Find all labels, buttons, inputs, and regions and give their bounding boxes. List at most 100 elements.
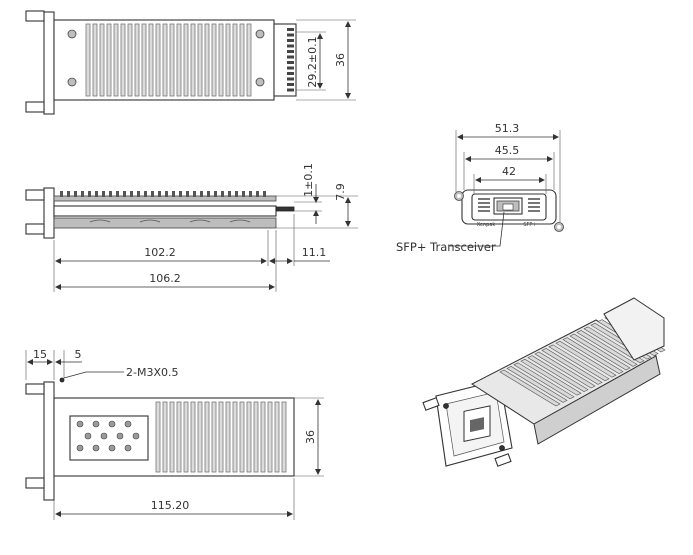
dim-height-bottom: 36 [304, 430, 317, 444]
heatsink-fin [267, 401, 273, 473]
vent-hole [76, 420, 84, 428]
side-fin [151, 191, 154, 197]
heatsink-fin [197, 23, 203, 97]
dim-offset: 1±0.1 [302, 163, 315, 197]
front-vent [528, 198, 540, 200]
sfp-callout: SFP+ Transceiver [396, 240, 496, 254]
top-view-screw [67, 29, 77, 39]
connector-pin [287, 50, 294, 53]
side-fin [179, 191, 182, 197]
side-view-bottom-plate [53, 217, 277, 229]
heatsink-fin [99, 23, 105, 97]
side-fin [228, 191, 231, 197]
heatsink-fin [197, 401, 203, 473]
iso-screw [443, 403, 449, 409]
heatsink-fin [169, 23, 175, 97]
dim-width-outer: 51.3 [495, 122, 520, 135]
dim-height-inner: 29.2±0.1 [306, 36, 319, 87]
iso-fin [576, 330, 638, 367]
top-view-heatsink [85, 23, 252, 97]
dim-offset-hole: 5 [75, 348, 82, 361]
heatsink-fin [113, 23, 119, 97]
top-view-latch-bottom [25, 101, 45, 113]
dim-height-total: 36 [334, 53, 347, 67]
vent-hole [84, 432, 92, 440]
front-view: Xenpak SFP+ 51.3 45.5 42 SFP+ Transceive… [396, 122, 564, 254]
connector-pin [287, 44, 294, 48]
bottom-view: 15 5 2-M3X0.5 36 115.20 [25, 348, 324, 520]
side-fin [144, 191, 147, 197]
heatsink-fin [127, 23, 133, 97]
heatsink-fin [260, 401, 266, 473]
heatsink-fin [281, 401, 287, 473]
side-fin [200, 191, 203, 197]
iso-fin [562, 337, 624, 374]
side-fin [123, 191, 126, 197]
bottom-view-latch-top [25, 383, 45, 395]
side-fin [165, 191, 168, 197]
heatsink-fin [92, 23, 98, 97]
iso-fin [541, 348, 603, 385]
side-view: 1±0.1 7.9 102.2 11.1 106.2 [25, 163, 358, 292]
heatsink-fin [239, 23, 245, 97]
heatsink-fin [232, 23, 238, 97]
vent-hole [92, 420, 100, 428]
heatsink-fin [155, 23, 161, 97]
front-vent [478, 210, 490, 212]
side-fin [249, 191, 252, 197]
connector-pin [287, 55, 294, 59]
bottom-view-flange [43, 381, 55, 501]
heatsink-fin [204, 401, 210, 473]
heatsink-fin [162, 23, 168, 97]
side-fin [263, 191, 266, 197]
iso-port-core [470, 417, 484, 433]
side-view-fins [60, 191, 266, 197]
side-fin [67, 191, 70, 197]
iso-fin [499, 369, 561, 407]
connector-pin [287, 77, 294, 81]
heatsink-fin [211, 23, 217, 97]
iso-fin [506, 366, 568, 403]
vent-hole [116, 432, 124, 440]
vent-hole [108, 420, 116, 428]
vent-hole [100, 432, 108, 440]
side-fin [193, 191, 196, 197]
front-vent [478, 202, 490, 204]
heatsink-fin [169, 401, 175, 473]
heatsink-fin [246, 23, 252, 97]
heatsink-fin [190, 23, 196, 97]
side-fin [214, 191, 217, 197]
dim-width-mid: 45.5 [495, 144, 520, 157]
side-view-latch-top [25, 189, 45, 201]
vent-hole [76, 444, 84, 452]
iso-body-side [533, 355, 661, 445]
front-label-left: Xenpak [477, 222, 496, 228]
vent-hole [124, 444, 132, 452]
heatsink-fin [246, 401, 252, 473]
dim-width-inner: 42 [502, 165, 516, 178]
iso-fin [583, 326, 645, 364]
front-label-right: SFP+ [523, 222, 536, 228]
side-fin [137, 191, 140, 197]
side-view-latch-bottom [25, 223, 45, 235]
heatsink-fin [239, 401, 245, 473]
front-vent [478, 206, 490, 208]
iso-rear-guard [603, 297, 665, 361]
side-fin [81, 191, 84, 197]
side-fin [116, 191, 119, 197]
side-fin [88, 191, 91, 197]
dim-length-bottom: 115.20 [151, 499, 190, 512]
heatsink-fin [232, 401, 238, 473]
top-view-connector-pins [287, 28, 294, 92]
callout-leader [450, 211, 505, 247]
dim-offset-left: 15 [33, 348, 47, 361]
iso-screw [499, 445, 505, 451]
dim-height: 7.9 [334, 183, 347, 201]
iso-fin [555, 340, 617, 378]
iso-fin [520, 358, 582, 396]
connector-pin [287, 39, 294, 42]
dim-length-a: 102.2 [144, 246, 176, 259]
heatsink-fin [218, 23, 224, 97]
screw-hole [59, 377, 65, 383]
